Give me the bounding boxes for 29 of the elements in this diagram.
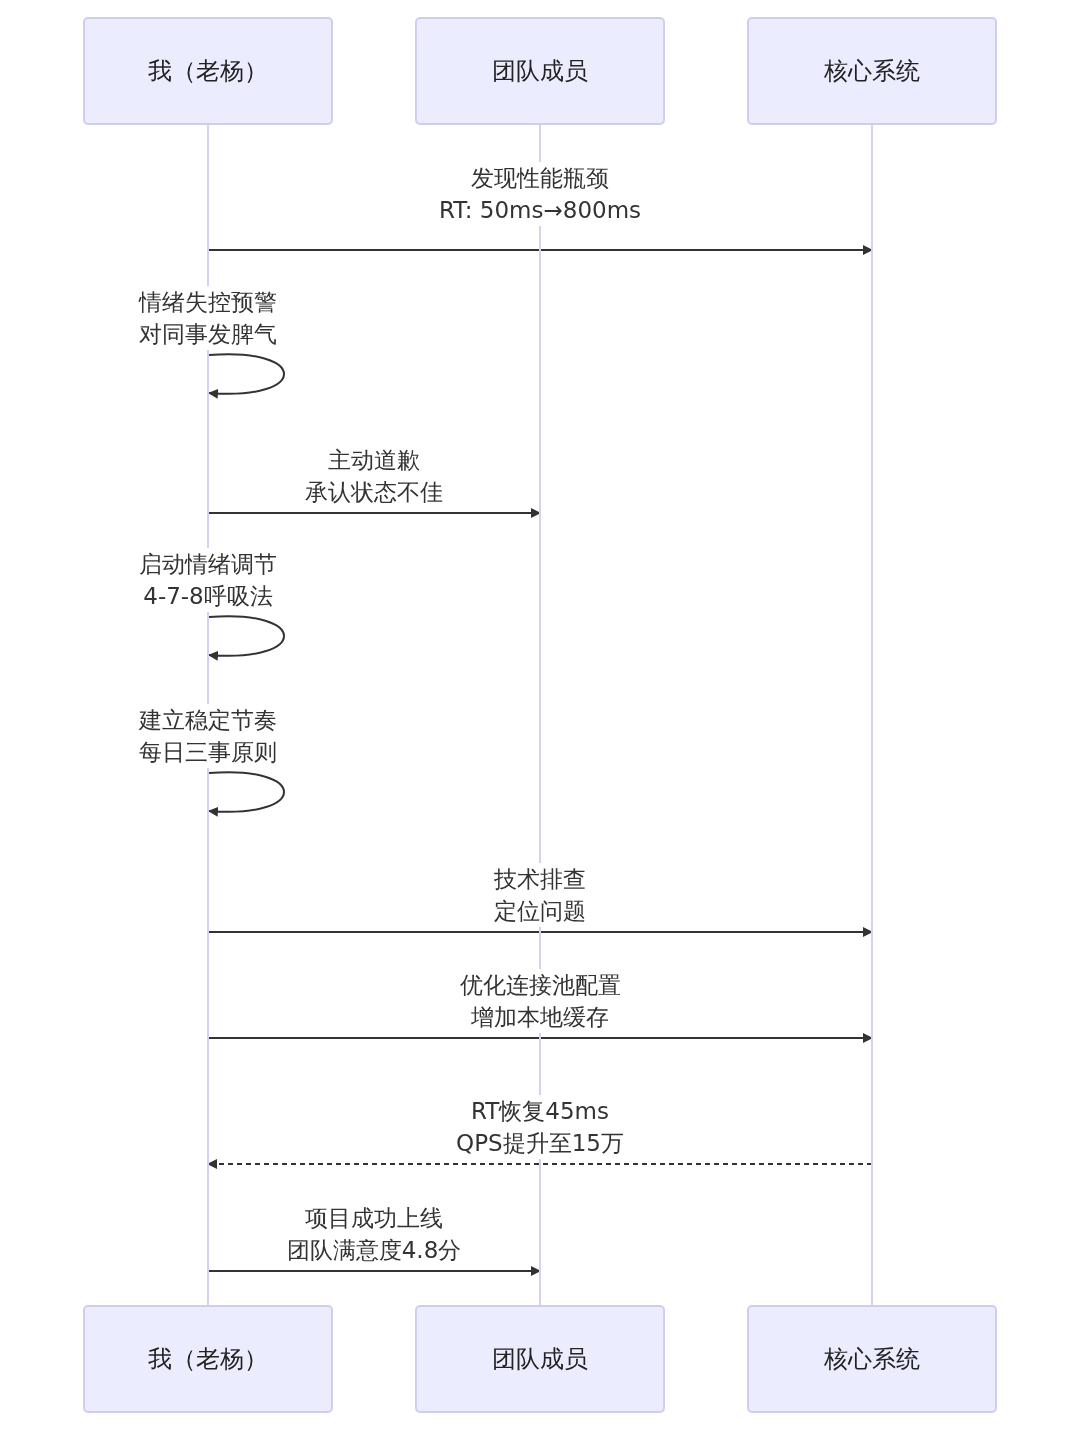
message-label: 优化连接池配置增加本地缓存: [459, 969, 621, 1033]
self-message-arrow: [208, 615, 285, 661]
self-message-arrow: [208, 353, 285, 399]
message-arrow: [207, 1266, 541, 1276]
message-label: 发现性能瓶颈RT: 50ms→800ms: [438, 162, 642, 226]
participant-box: [747, 1305, 997, 1413]
lifeline: [871, 125, 873, 1305]
message-label: 启动情绪调节4-7-8呼吸法: [139, 548, 277, 612]
message-label: 情绪失控预警对同事发脾气: [139, 286, 277, 350]
participant-name: 我（老杨）: [148, 1344, 268, 1375]
participant-name: 核心系统: [824, 1344, 920, 1375]
participant-name: 核心系统: [824, 56, 920, 87]
participant-name: 我（老杨）: [148, 56, 268, 87]
message-label: 建立稳定节奏每日三事原则: [139, 704, 277, 768]
participant-box: [83, 17, 333, 125]
message-arrow: [207, 508, 541, 518]
self-message-arrow: [208, 771, 285, 817]
message-arrow: [207, 1033, 873, 1043]
participant-box: [415, 1305, 665, 1413]
participant-name: 团队成员: [492, 56, 588, 87]
message-arrow: [207, 1159, 873, 1169]
message-arrow: [207, 245, 873, 255]
message-arrow: [207, 927, 873, 937]
participant-box: [83, 1305, 333, 1413]
participant-name: 团队成员: [492, 1344, 588, 1375]
message-label: 技术排查定位问题: [494, 863, 586, 927]
message-label: RT恢复45msQPS提升至15万: [456, 1095, 624, 1159]
participant-box: [747, 17, 997, 125]
participant-box: [415, 17, 665, 125]
